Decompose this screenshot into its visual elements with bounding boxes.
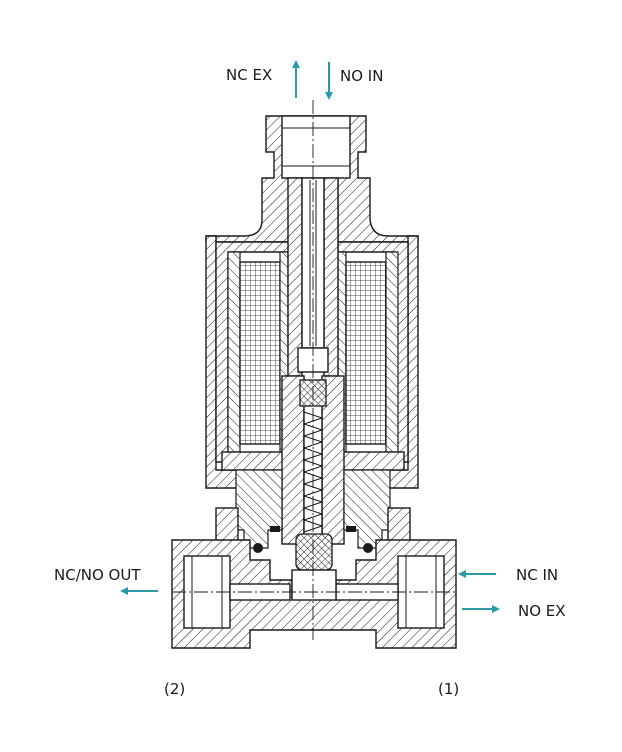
label-port-1: (1) — [438, 680, 459, 698]
top-fitting — [205, 115, 419, 243]
label-no-ex: NO EX — [518, 602, 566, 620]
label-no-in: NO IN — [340, 67, 383, 85]
label-nc-in: NC IN — [516, 566, 558, 584]
label-nc-no-out: NC/NO OUT — [54, 566, 141, 584]
plunger — [281, 375, 345, 545]
label-nc-ex: NC EX — [226, 66, 272, 84]
flow-arrows — [120, 60, 500, 613]
coil-left — [227, 251, 289, 453]
coil-right — [337, 251, 399, 453]
label-port-2: (2) — [164, 680, 185, 698]
